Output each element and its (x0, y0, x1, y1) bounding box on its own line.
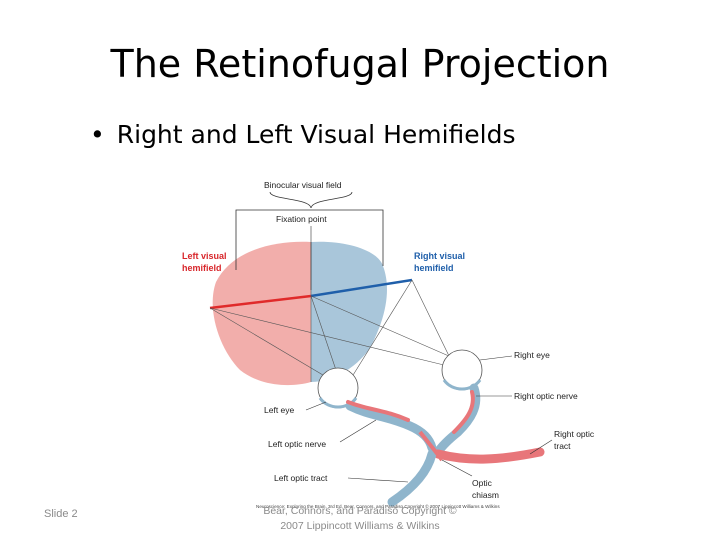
label-fixation-point: Fixation point (276, 214, 327, 224)
left-retina (318, 397, 358, 409)
pointer-left-optic-tract (347, 477, 409, 483)
visual-pathway-figure: Binocular visual field Fixation point Le… (180, 170, 610, 510)
left-optic-nerve-red (346, 400, 410, 422)
left-optic-tract-shape (387, 449, 437, 507)
footer-line-1: Bear, Connors, and Paradiso Copyright © (263, 505, 457, 517)
slide-title: The Retinofugal Projection (110, 42, 610, 86)
binocular-field-bracket (235, 209, 384, 270)
label-right-optic-nerve: Right optic nerve (514, 391, 578, 401)
label-right-visual-1: Right visual (414, 251, 465, 261)
ray-left-to-right-eye (209, 307, 449, 367)
figure-credit: Neuroscience: Exploring the Brain, 3rd E… (256, 503, 500, 509)
bullet-marker: • (90, 120, 105, 149)
pointer-left-optic-nerve (339, 419, 377, 443)
ray-fixation-left (310, 295, 339, 377)
ray-right-to-right-eye (411, 279, 451, 359)
label-right-optic-tract-1: Right optic (554, 429, 595, 439)
bullet-point: • Right and Left Visual Hemifields (90, 120, 516, 149)
pointer-right-optic-tract (529, 439, 553, 455)
bullet-text: Right and Left Visual Hemifields (116, 120, 516, 149)
label-left-eye: Left eye (264, 405, 295, 415)
label-optic-chiasm-1: Optic (472, 478, 493, 488)
right-meridian-line (310, 278, 413, 298)
label-right-visual-2: hemifield (414, 263, 454, 273)
pointer-optic-chiasm (441, 459, 473, 477)
right-visual-hemifield-area (311, 241, 387, 382)
left-meridian-line (209, 294, 312, 310)
label-right-eye: Right eye (514, 350, 550, 360)
ray-right-to-left-eye (349, 279, 413, 381)
left-visual-hemifield-area (212, 241, 311, 386)
label-optic-chiasm-2: chiasm (472, 490, 499, 500)
label-left-optic-nerve: Left optic nerve (268, 439, 326, 449)
pointer-right-eye (479, 355, 513, 361)
pointer-left-eye (305, 401, 327, 411)
ray-left-to-left-eye (209, 307, 329, 379)
label-right-optic-tract-2: tract (554, 441, 571, 451)
visual-pathway-diagram: Binocular visual field Fixation point Le… (182, 180, 595, 509)
right-optic-nerve-red (452, 390, 475, 434)
binocular-field-brace (269, 191, 353, 209)
footer-line-2: 2007 Lippincott Williams & Wilkins (280, 520, 440, 532)
ray-fixation-right (310, 295, 459, 361)
right-optic-nerve-shape (433, 383, 481, 457)
right-retina (442, 379, 482, 391)
label-left-visual-1: Left visual (182, 251, 227, 261)
slide-footer: Bear, Connors, and Paradiso Copyright © … (255, 504, 465, 534)
label-binocular-visual-field: Binocular visual field (264, 180, 342, 190)
slide-number: Slide 2 (44, 508, 78, 520)
chiasm-cross-red (418, 430, 444, 462)
label-left-optic-tract: Left optic tract (274, 473, 328, 483)
right-optic-tract-shape (433, 447, 545, 464)
label-left-visual-2: hemifield (182, 263, 222, 273)
